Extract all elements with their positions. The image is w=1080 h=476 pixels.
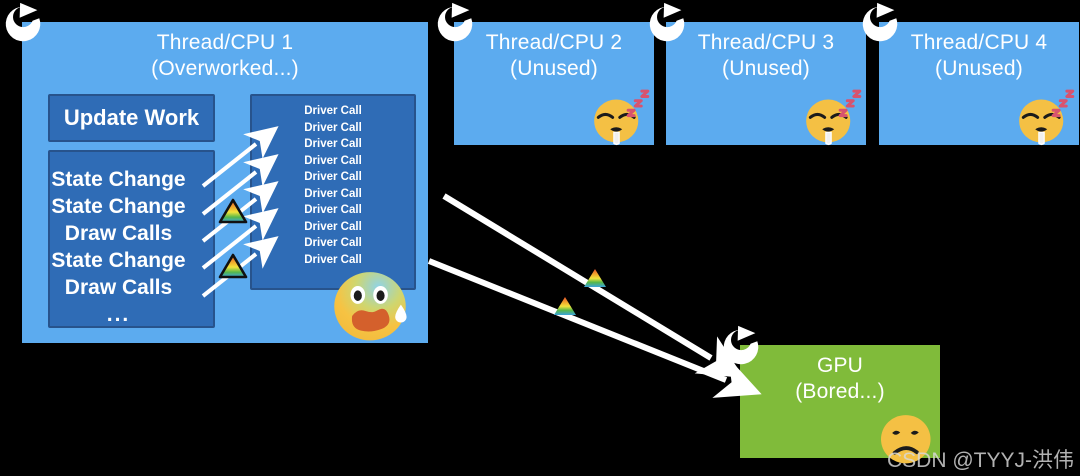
triangle-primitive-icon — [584, 269, 606, 287]
work-item: State Change — [51, 168, 186, 191]
driver-call-item: Driver Call — [304, 105, 362, 117]
cpu3-status: (Unused) — [722, 56, 810, 80]
cpu1-driver-call-box: Driver Call Driver Call Driver Call Driv… — [250, 94, 416, 290]
work-item: Draw Calls — [64, 276, 173, 300]
cpu1-work-list-box: State Change State Change Draw Calls Sta… — [48, 150, 215, 328]
cpu-to-gpu-arrows — [427, 193, 762, 398]
cpu4-status: (Unused) — [935, 56, 1023, 80]
cpu4-box: Thread/CPU 4 (Unused) — [879, 22, 1079, 146]
work-item-ellipsis: ... — [106, 303, 131, 327]
work-item: State Change — [51, 249, 186, 273]
cpu1-update-work-box: Update Work — [48, 94, 215, 142]
driver-call-item: Driver Call — [304, 121, 362, 134]
cpu3-title-group: Thread/CPU 3 (Unused) — [666, 30, 866, 81]
driver-call-item: Driver Call — [304, 237, 362, 250]
cpu2-title: Thread/CPU 2 — [485, 31, 623, 54]
cpu4-title-group: Thread/CPU 4 (Unused) — [879, 30, 1079, 81]
cpu1-loop-icon — [0, 1, 46, 47]
gpu-box: GPU (Bored...) — [740, 345, 940, 464]
sleeping-face-icon — [585, 84, 651, 146]
driver-call-item: Driver Call — [304, 220, 362, 233]
driver-call-item: Driver Call — [304, 253, 362, 266]
cpu1-title-group: Thread/CPU 1 (Overworked...) — [22, 30, 428, 81]
watermark: CSDN @TYYJ-洪伟 — [887, 449, 1074, 472]
driver-call-item: Driver Call — [304, 138, 362, 151]
gpu-title: GPU — [816, 354, 864, 377]
cpu1-title: Thread/CPU 1 — [156, 31, 294, 54]
triangle-primitive-icon — [554, 297, 576, 315]
cpu4-title: Thread/CPU 4 — [910, 31, 1048, 54]
driver-call-item: Driver Call — [304, 154, 362, 167]
cpu2-loop-icon — [432, 1, 478, 47]
cpu1-driver-call-list: Driver Call Driver Call Driver Call Driv… — [252, 103, 414, 268]
sleeping-face-icon — [797, 84, 863, 146]
cpu1-work-list: State Change State Change Draw Calls Sta… — [50, 166, 213, 328]
anguished-face-with-sweat-icon — [329, 264, 411, 342]
cpu2-title-group: Thread/CPU 2 (Unused) — [454, 30, 654, 81]
sleeping-face-icon — [1010, 84, 1076, 146]
gpu-loop-icon — [718, 324, 764, 370]
work-item: State Change — [51, 195, 186, 219]
cpu1-box: Thread/CPU 1 (Overworked...) Update Work… — [22, 22, 428, 343]
cpu3-box: Thread/CPU 3 (Unused) — [666, 22, 866, 146]
driver-call-item: Driver Call — [304, 204, 362, 217]
cpu-to-gpu-arrow — [442, 193, 744, 378]
driver-call-item: Driver Call — [304, 171, 362, 184]
cpu2-box: Thread/CPU 2 (Unused) — [454, 22, 654, 146]
cpu1-update-work-label: Update Work — [63, 105, 200, 130]
gpu-status: (Bored...) — [795, 379, 885, 403]
cpu4-loop-icon — [857, 1, 903, 47]
cpu1-status: (Overworked...) — [151, 56, 299, 80]
work-item: Draw Calls — [64, 222, 173, 246]
cpu3-loop-icon — [644, 1, 690, 47]
driver-call-item: Driver Call — [304, 187, 362, 200]
cpu3-title: Thread/CPU 3 — [697, 31, 835, 54]
cpu2-status: (Unused) — [510, 56, 598, 80]
cpu-to-gpu-arrow — [427, 258, 762, 398]
frowning-face-icon — [876, 412, 938, 464]
gpu-title-group: GPU (Bored...) — [740, 353, 940, 404]
